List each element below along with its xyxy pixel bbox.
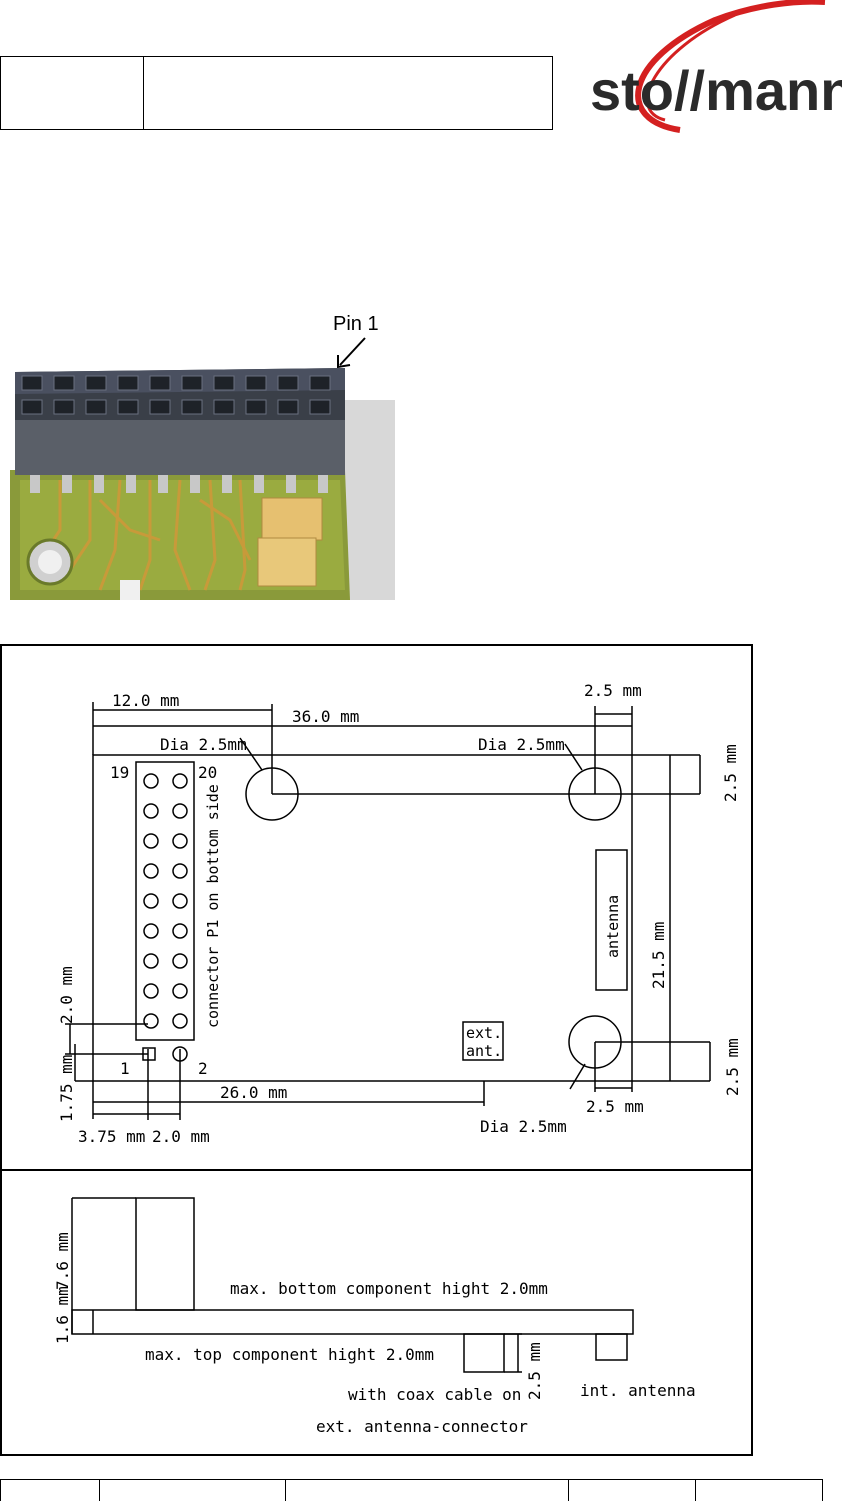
antenna-label: antenna — [604, 895, 622, 958]
side-int-antenna-label: int. antenna — [580, 1381, 696, 1400]
dim-2-0mm-bottom: 2.0 mm — [152, 1127, 210, 1146]
dim-1-75mm: 1.75 mm — [57, 1055, 76, 1122]
pin1-label: Pin 1 — [333, 313, 379, 335]
ant-label: ant. — [466, 1042, 502, 1060]
header-cell-left — [1, 57, 144, 129]
ext-label: ext. — [466, 1024, 502, 1042]
footer-cell-5 — [696, 1480, 822, 1501]
connector-p1-label: connector P1 on bottom side — [204, 784, 222, 1028]
pin-2-label: 2 — [198, 1059, 208, 1078]
side-max-top: max. top component hight 2.0mm — [145, 1345, 434, 1364]
dim-2-5mm-right-bottom: 2.5 mm — [723, 1038, 742, 1096]
dia-bottom-right: Dia 2.5mm — [480, 1117, 567, 1136]
side-int-antenna — [595, 1333, 628, 1361]
dim-2-0mm-left: 2.0 mm — [57, 966, 76, 1024]
dim-36mm: 36.0 mm — [292, 707, 359, 726]
side-dim-7-6mm: 7.6 mm — [53, 1232, 72, 1290]
side-view — [71, 1197, 634, 1373]
pin1-arrow-head — [337, 355, 351, 369]
dim-21-5mm: 21.5 mm — [649, 922, 668, 989]
dim-12mm: 12.0 mm — [112, 691, 179, 710]
dim-26mm: 26.0 mm — [220, 1083, 287, 1102]
dim-2-5mm-right-top: 2.5 mm — [721, 744, 740, 802]
capacitor-1 — [261, 497, 323, 541]
pin-20-label: 20 — [198, 763, 217, 782]
side-ext-connector — [463, 1333, 505, 1373]
antenna-box — [595, 849, 628, 991]
stollmann-logo: sto//mann — [590, 0, 842, 133]
side-connector — [135, 1197, 195, 1311]
dim-3-75mm: 3.75 mm — [78, 1127, 145, 1146]
side-max-bottom: max. bottom component hight 2.0mm — [230, 1279, 548, 1298]
side-coax-label: with coax cable on — [348, 1385, 521, 1404]
footer-cell-2 — [100, 1480, 286, 1501]
connector-sockets — [21, 375, 331, 415]
capacitor-2 — [257, 537, 317, 587]
dim-2-5mm-top: 2.5 mm — [584, 681, 642, 700]
pin1-square — [142, 1047, 156, 1061]
logo-swoosh — [635, 0, 826, 133]
ext-ant-box — [462, 1021, 504, 1061]
logo-swoosh-inner — [645, 13, 736, 122]
side-dim-2-5mm: 2.5 mm — [525, 1342, 544, 1400]
logo-text: sto//mann — [590, 59, 842, 122]
footer-cell-3 — [286, 1480, 569, 1501]
dim-2-5mm-bottom: 2.5 mm — [586, 1097, 644, 1116]
pin-19-label: 19 — [110, 763, 129, 782]
footer-table — [0, 1479, 823, 1501]
connector-photo: Pin 1 — [0, 300, 395, 600]
side-pcb — [71, 1309, 634, 1335]
mechanical-drawing: 12.0 mm 36.0 mm 2.5 mm Dia 2.5mm Dia 2.5… — [0, 644, 753, 1456]
header-cell-right — [144, 57, 552, 129]
drawing-frame — [0, 644, 753, 1456]
footer-cell-4 — [569, 1480, 696, 1501]
board-outline — [92, 754, 633, 1082]
side-dim-1-6mm: 1.6 mm — [53, 1286, 72, 1344]
dia-top-left: Dia 2.5mm — [160, 735, 247, 754]
dia-top-right: Dia 2.5mm — [478, 735, 565, 754]
header-table — [0, 56, 553, 130]
footer-cell-1 — [1, 1480, 100, 1501]
connector-p1-outline — [135, 761, 195, 1041]
pin1-arrow — [339, 337, 366, 366]
connector-pins — [143, 773, 188, 1062]
pin-1-label: 1 — [120, 1059, 130, 1078]
side-ext-conn-label: ext. antenna-connector — [316, 1417, 528, 1436]
